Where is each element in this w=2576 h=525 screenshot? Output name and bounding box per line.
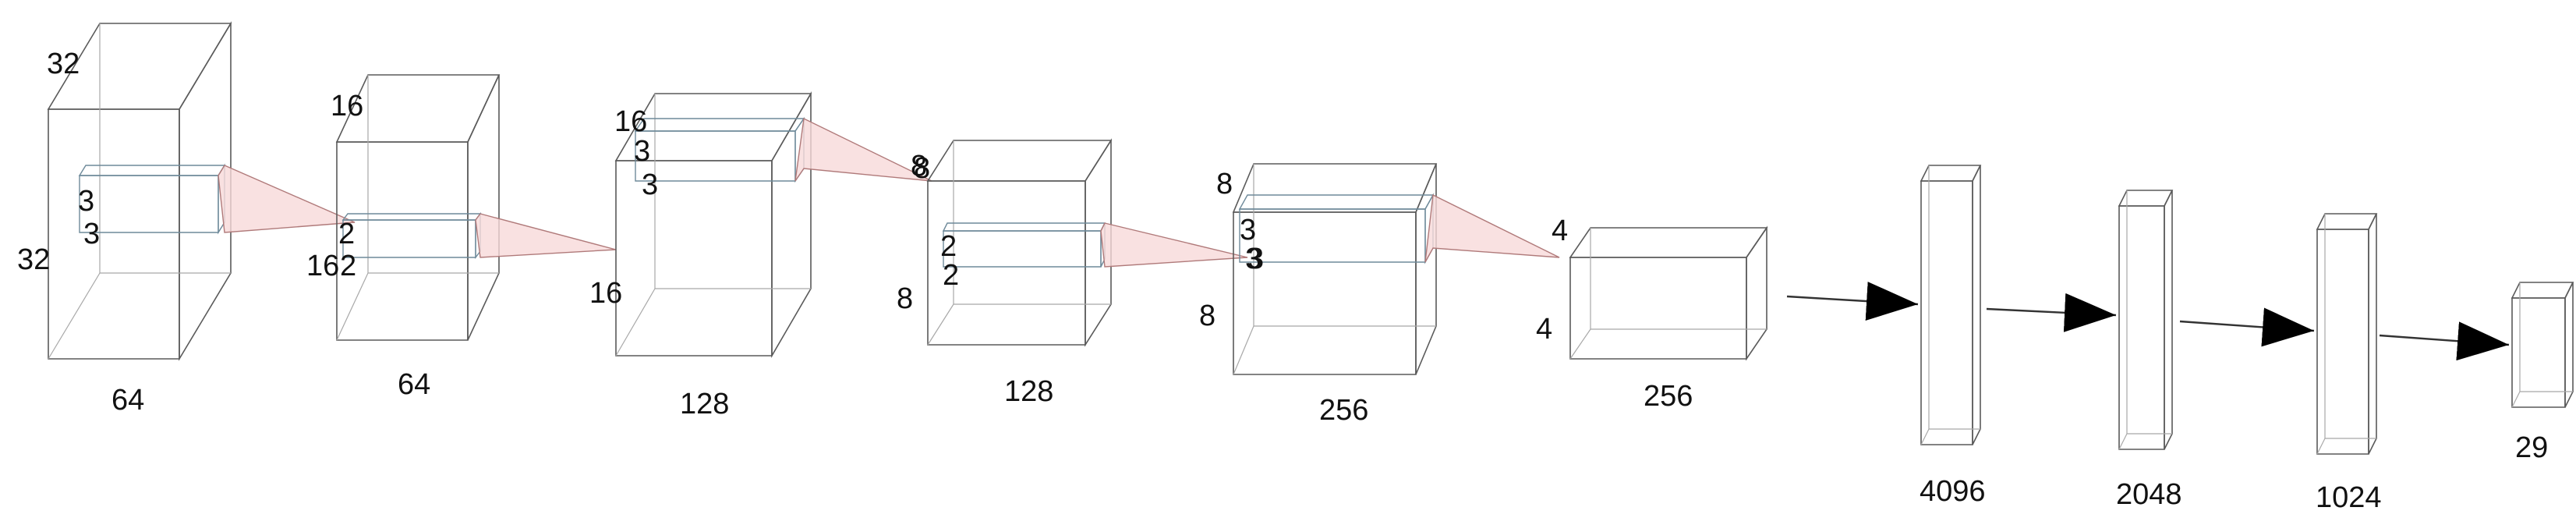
cone-tip-label: 8 bbox=[914, 152, 930, 185]
conv-block-2: 16 16 64 2 2 bbox=[306, 74, 617, 401]
arrow-1 bbox=[1786, 282, 1919, 321]
kernel-label: 3 bbox=[83, 218, 100, 250]
kernel-1 bbox=[78, 163, 226, 235]
dense-block-2: 2048 bbox=[2116, 190, 2182, 511]
kernel-2 bbox=[341, 211, 482, 260]
conv-block-5: 8 8 256 3 3 bbox=[1199, 163, 1560, 427]
kernel-label: 2 bbox=[338, 218, 355, 250]
conv-block-4: 8 128 8 2 2 bbox=[897, 138, 1248, 408]
width-label: 4 bbox=[1536, 313, 1552, 346]
dense-block-4: 29 bbox=[2511, 282, 2574, 464]
kernel-label: 3 bbox=[1245, 243, 1261, 275]
kernel-label: 3 bbox=[1240, 214, 1256, 247]
depth-label: 128 bbox=[680, 388, 729, 420]
height-label: 4 bbox=[1552, 215, 1568, 247]
dense-block-3: 1024 bbox=[2316, 213, 2382, 514]
width-label: 8 bbox=[897, 282, 913, 315]
arrow-3 bbox=[2179, 307, 2315, 347]
kernel-4 bbox=[942, 222, 1106, 268]
dense-size-label: 4096 bbox=[1920, 475, 1986, 508]
depth-label: 256 bbox=[1644, 380, 1693, 413]
height-label: 8 bbox=[911, 150, 927, 183]
cone-4 bbox=[1100, 222, 1248, 268]
height-label: 8 bbox=[1216, 168, 1233, 200]
kernel-label: 2 bbox=[943, 259, 959, 292]
kernel-label: 3 bbox=[78, 185, 94, 218]
height-label: 32 bbox=[47, 48, 80, 80]
dense-size-label: 1024 bbox=[2316, 481, 2382, 514]
depth-label: 256 bbox=[1319, 394, 1368, 427]
dense-size-label: 29 bbox=[2515, 431, 2548, 464]
arrow-4 bbox=[2379, 321, 2510, 361]
width-label: 32 bbox=[17, 243, 50, 276]
height-label: 16 bbox=[614, 105, 647, 138]
cone-2 bbox=[475, 213, 617, 258]
cone-tip-label: 3 bbox=[1247, 243, 1264, 275]
depth-label: 128 bbox=[1004, 375, 1053, 408]
arrow-2 bbox=[1986, 293, 2117, 332]
width-label: 8 bbox=[1199, 300, 1215, 332]
conv-block-1: 32 32 64 3 3 bbox=[17, 21, 356, 417]
conv-block-6: 4 4 256 bbox=[1536, 215, 1768, 413]
width-label: 16 bbox=[589, 277, 622, 310]
width-label: 16 bbox=[306, 250, 339, 282]
cone-1 bbox=[218, 165, 356, 233]
cone-5 bbox=[1424, 193, 1560, 263]
kernel-5 bbox=[1238, 193, 1435, 264]
kernel-label: 3 bbox=[634, 135, 650, 168]
kernel-label: 3 bbox=[642, 168, 658, 201]
dense-block-1: 4096 bbox=[1920, 165, 1986, 508]
depth-label: 64 bbox=[398, 368, 430, 401]
conv-block-3: 16 128 16 3 3 bbox=[589, 91, 932, 420]
kernel-label: 2 bbox=[940, 230, 957, 263]
kernel-label: 2 bbox=[340, 250, 356, 282]
depth-label: 64 bbox=[111, 384, 144, 417]
dense-size-label: 2048 bbox=[2116, 478, 2182, 511]
height-label: 16 bbox=[331, 90, 363, 122]
